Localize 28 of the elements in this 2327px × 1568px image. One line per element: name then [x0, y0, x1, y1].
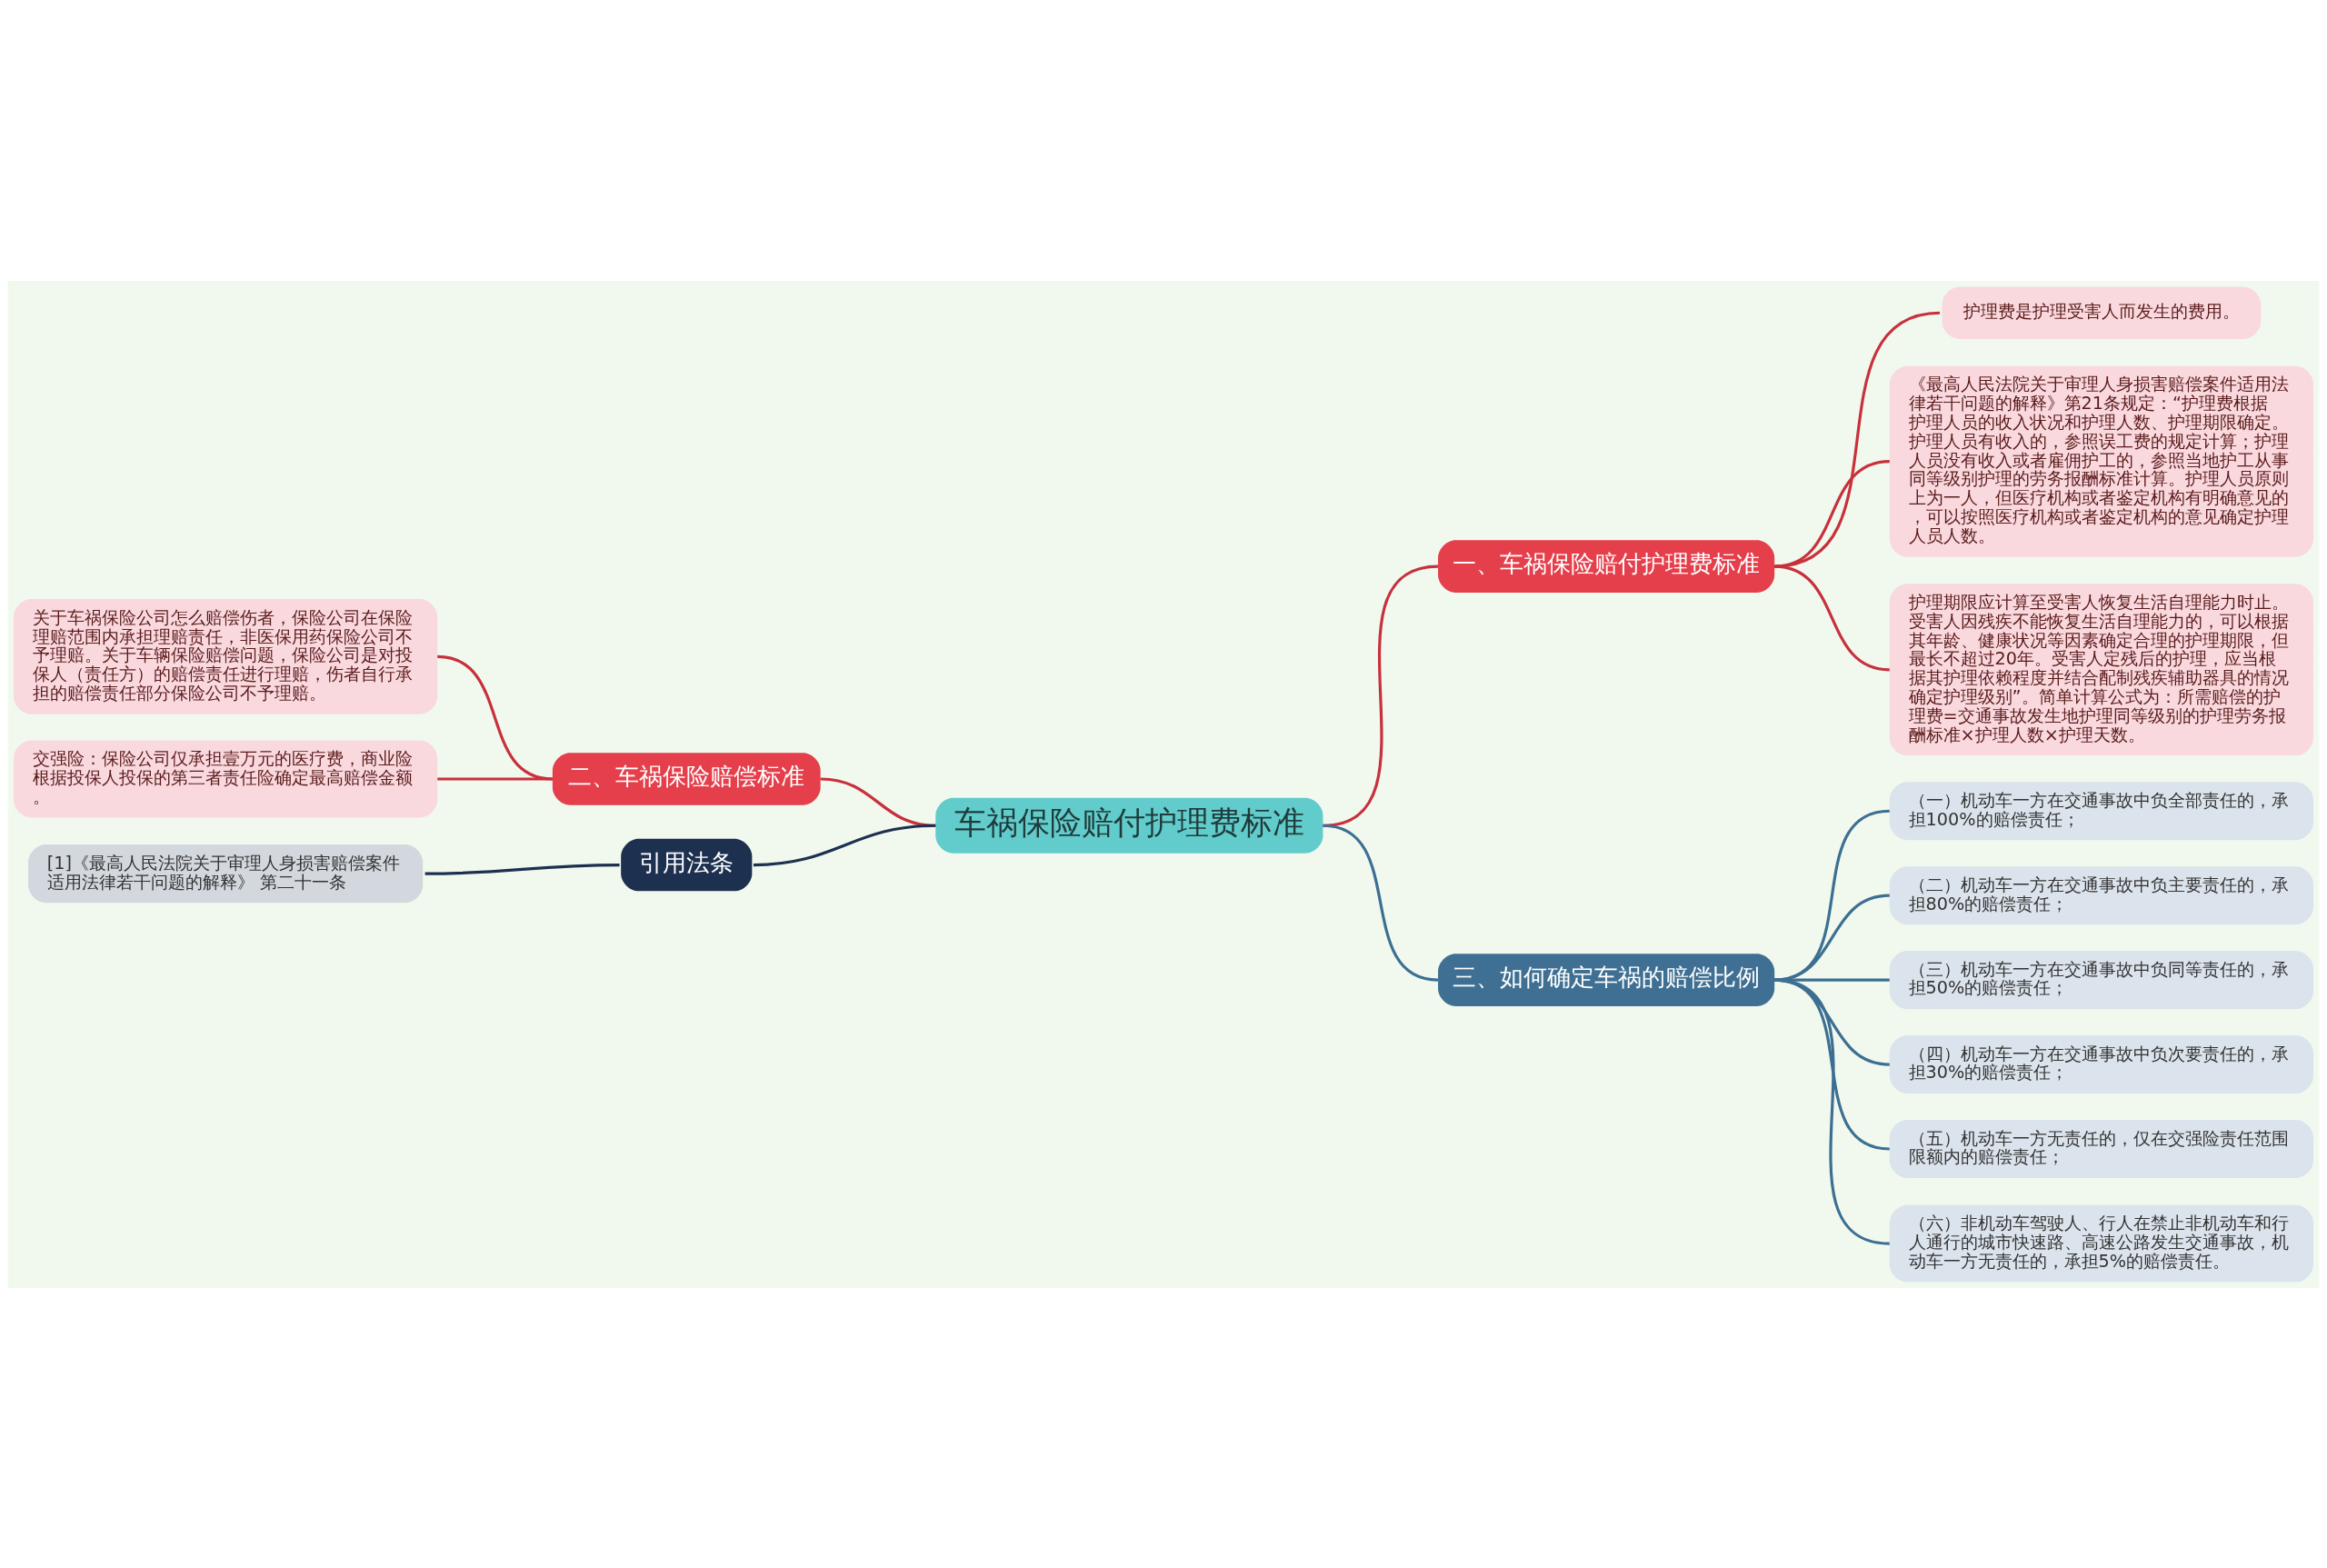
node-box: 护理费是护理受害人而发生的费用。 [1942, 285, 2262, 339]
node-box: 交强险：保险公司仅承担壹万元的医疗费，商业险根据投保人投保的第三者责任险确定最高赔偿金额。 [13, 740, 438, 817]
node-box: 关于车祸保险公司怎么赔偿伤者，保险公司在保险理赔范围内承担理赔责任，非医保用药保险公司不予理赔。关于车辆保险赔偿问题，保险公司是对投保人（责任方）的赔偿责任进行理赔，伤者自行承担的赔偿责任部分保险公司不予理赔。 [13, 598, 438, 714]
node-box: 引用法条 [621, 838, 753, 891]
node-box: 一、车祸保险赔付护理费标准 [1438, 539, 1775, 593]
node-box: （六）非机动车驾驶人、行人在禁止非机动车和行人通行的城市快速路、高速公路发生交通事故，机动车一方无责任的，承担5%的赔偿责任。 [1889, 1204, 2314, 1283]
connector [1773, 564, 1890, 671]
node-box: 车祸保险赔付护理费标准 [935, 797, 1323, 854]
connector [1774, 894, 1890, 982]
node-box: （三）机动车一方在交通事故中负同等责任的，承担50%的赔偿责任； [1889, 950, 2314, 1009]
node-box: 三、如何确定车祸的赔偿比例 [1438, 953, 1775, 1006]
node-box: （四）机动车一方在交通事故中负次要责任的，承担30%的赔偿责任； [1889, 1034, 2314, 1094]
node-box: （五）机动车一方无责任的，仅在交强险责任范围限额内的赔偿责任； [1889, 1119, 2314, 1178]
connector [1323, 824, 1439, 982]
node-box: 《最高人民法院关于审理人身损害赔偿案件适用法律若干问题的解释》第21条规定：“护理费根据护理人员的收入状况和护理人数、护理期限确定。护理人员有收入的，参照误工费的规定计算；护理人员没有收入或者雇佣护工的，参照当地护工从事同等级别护理的劳务报酬标准计算。护理人员原则上为一人，但医疗机构或者鉴定机构有明确意见的，可以按照医疗机构或者鉴定机构的意见确定护理人员人数。 [1889, 365, 2314, 557]
connector [1773, 459, 1890, 568]
connector [424, 863, 620, 875]
connector [1773, 978, 1891, 1245]
connector [1773, 809, 1890, 982]
connector [753, 824, 936, 866]
node-box: （二）机动车一方在交通事故中负主要责任的，承担80%的赔偿责任； [1889, 865, 2314, 924]
connector [437, 654, 554, 781]
node-box: 护理期限应计算至受害人恢复生活自理能力时止。受害人因残疾不能恢复生活自理能力的，可以根据其年龄、健康状况等因素确定合理的护理期限，但最长不超过20年。受害人定残后的护理，应当根据其护理依赖程度并结合配制残疾辅助器具的情况确定护理级别”。简单计算公式为：所需赔偿的护理费=交通事故发生地护理同等级别的护理劳务报酬标准×护理人数×护理天数。 [1889, 583, 2314, 755]
node-box: 二、车祸保险赔偿标准 [552, 752, 821, 805]
connector [437, 776, 553, 781]
connector [1773, 311, 1941, 568]
node-box: （一）机动车一方在交通事故中负全部责任的，承担100%的赔偿责任； [1889, 781, 2314, 840]
node-box: [1]《最高人民法院关于审理人身损害赔偿案件适用法律若干问题的解释》 第二十一条 [28, 844, 424, 903]
